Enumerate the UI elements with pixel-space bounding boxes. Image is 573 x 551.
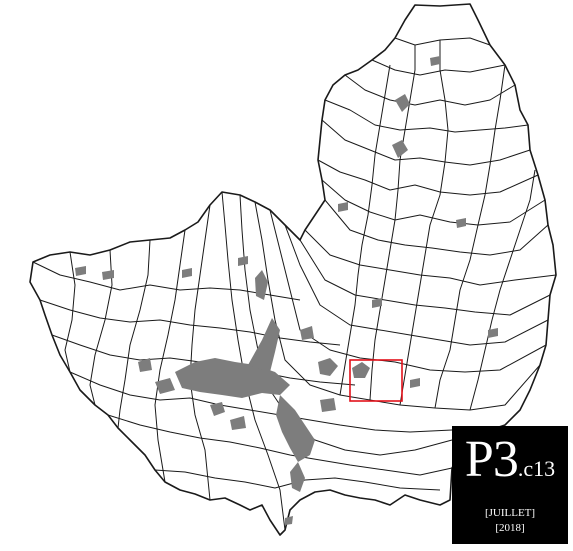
plate-date: [JUILLET] [2018] (452, 506, 568, 536)
plate-year: [2018] (495, 522, 525, 534)
focus-area-box (349, 359, 403, 402)
plate-month: [JUILLET] (484, 507, 536, 519)
plate-code: P3.c13 (452, 430, 568, 502)
commune-boundaries (32, 37, 557, 531)
plate-badge: P3.c13 [JUILLET] [2018] (452, 426, 568, 544)
region-outline (29, 3, 557, 536)
urban-areas (75, 56, 498, 525)
plate-code-sub: .c13 (517, 456, 556, 481)
plate-code-main: P3 (464, 431, 519, 488)
